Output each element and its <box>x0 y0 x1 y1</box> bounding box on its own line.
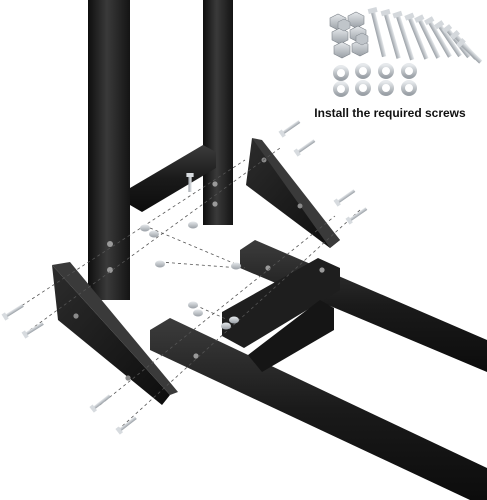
post-hole <box>107 267 113 273</box>
front-rail <box>150 318 487 500</box>
loose-screws <box>1 120 368 435</box>
upright-frame <box>88 0 233 300</box>
hardware-inset <box>329 7 483 97</box>
bracket-hole <box>73 313 79 319</box>
rail-hole <box>319 267 325 273</box>
right-post <box>203 0 233 225</box>
bracket-hole <box>125 375 131 381</box>
nuts-cluster <box>329 11 369 59</box>
base-bracket <box>248 300 334 372</box>
left-angle-bracket <box>52 262 178 405</box>
bracket-plate <box>52 265 170 405</box>
post-hole <box>212 201 218 207</box>
bolts-cluster <box>367 7 483 64</box>
bracket-edge <box>252 138 340 248</box>
rail-hole <box>193 353 199 359</box>
bracket-hole <box>297 203 303 209</box>
loose-nuts-and-washers <box>140 221 241 330</box>
upright-crossbar <box>130 145 216 212</box>
bracket-edge <box>52 262 178 395</box>
base-frame <box>150 240 487 500</box>
left-post <box>88 0 130 300</box>
washers-cluster <box>333 63 417 97</box>
post-hole <box>107 241 113 247</box>
base-crossbar <box>222 258 340 348</box>
right-angle-bracket <box>246 138 340 248</box>
post-hole <box>212 181 218 187</box>
install-screws-caption: Install the required screws <box>314 106 466 120</box>
